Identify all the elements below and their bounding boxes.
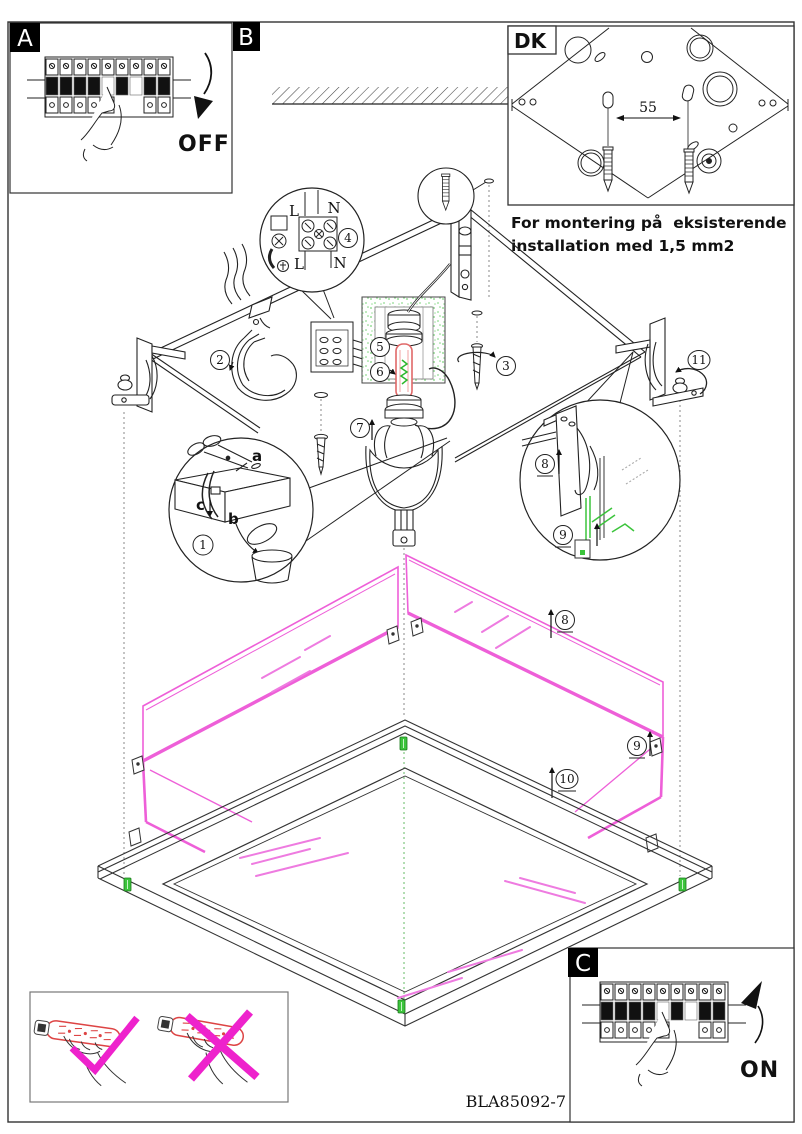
label-c: C: [575, 951, 591, 977]
clip-box: [574, 539, 591, 559]
svg-text:3: 3: [502, 359, 510, 373]
label-dk-box: [507, 25, 557, 55]
terminal-l-bottom: L: [294, 255, 304, 273]
step-marker-8: 8: [548, 609, 575, 638]
bracket-left: [111, 337, 186, 413]
glass-edge-highlight: [585, 496, 635, 540]
check-icon: [69, 1015, 140, 1076]
cross-icon: [184, 1009, 260, 1082]
lamp-wire: [414, 367, 456, 430]
mounting-plate-diagram: [511, 27, 789, 199]
svg-text:9: 9: [633, 739, 641, 753]
glass-shine: [239, 837, 586, 999]
step-marker-9-detail: 9: [553, 523, 600, 548]
step-marker-11: 11: [687, 350, 711, 370]
label-c-box: [568, 948, 598, 977]
step-marker-5: 5: [370, 337, 390, 357]
glass-shine: [261, 635, 331, 693]
panel-dk: DK 55: [507, 25, 795, 206]
svg-text:2: 2: [216, 353, 224, 367]
warning-box: [27, 991, 289, 1103]
lamp-assembly: 5 6: [361, 263, 456, 430]
wire-loop: [228, 329, 297, 401]
svg-text:8: 8: [561, 613, 569, 627]
step-marker-10: 10: [549, 767, 579, 798]
svg-text:7: 7: [356, 421, 364, 435]
step-marker-1: 1: [192, 534, 214, 556]
glass-panel-right: [405, 553, 665, 840]
terminal-n-bottom: N: [333, 254, 346, 272]
cable-tie-flag: [248, 296, 273, 329]
dk-note: For montering på eksisterende installati…: [511, 213, 787, 255]
svg-text:5: 5: [376, 340, 384, 354]
terminal-detail-circle: L N L N 4: [223, 187, 365, 320]
svg-text:1: 1: [199, 538, 207, 552]
green-clips: [123, 736, 687, 1014]
label-dk: DK: [514, 29, 548, 53]
bracket-right: [615, 317, 708, 407]
label-b-box: [233, 22, 260, 51]
screw-left: [314, 392, 328, 476]
off-label: OFF: [178, 132, 230, 157]
detail-circle-8-9: 8 9: [519, 351, 681, 561]
shade-holder: [365, 425, 443, 547]
label-b: B: [238, 25, 254, 51]
on-label: ON: [740, 1058, 779, 1083]
svg-text:8: 8: [541, 457, 549, 471]
panel-a: A OFF: [9, 22, 233, 194]
tube-check-figure: [27, 1015, 140, 1090]
off-arrow-icon: [194, 52, 213, 119]
dk-note-line2: installation med 1,5 mm2: [511, 237, 734, 255]
bottom-glass-assembly: [97, 719, 713, 1027]
terminal-n-top: N: [327, 199, 340, 217]
halogen-tube: [395, 343, 413, 399]
step-marker-6: 6: [370, 362, 396, 382]
step-marker-9: 9: [627, 731, 653, 759]
screw-3: [457, 310, 496, 391]
filament-icon: [399, 359, 409, 385]
svg-text:10: 10: [559, 772, 574, 786]
detail-label-b: b: [228, 510, 239, 528]
mains-wires: [223, 243, 251, 305]
step-marker-4: 4: [338, 228, 358, 248]
label-a-box: [10, 23, 40, 52]
connector-box: [310, 321, 367, 373]
glass-panel-left: [141, 565, 399, 854]
step-marker-3: 3: [496, 356, 516, 376]
detail-circle-1: a b c 1: [168, 435, 451, 584]
step-marker-2: 2: [210, 350, 230, 370]
guide-lines: [123, 185, 681, 1006]
svg-text:9: 9: [559, 528, 567, 542]
tube-cross-figure: [149, 1009, 260, 1089]
glass-shine: [454, 601, 531, 649]
terminal-l-top: L: [289, 202, 299, 220]
panel-c: C ON: [568, 947, 795, 1123]
svg-text:6: 6: [376, 365, 384, 379]
dimension-55: 55: [616, 100, 681, 121]
label-a: A: [17, 26, 33, 52]
dk-note-line1: For montering på eksisterende: [511, 213, 787, 232]
svg-text:4: 4: [344, 231, 352, 245]
footer-code: BLA85092-7: [466, 1092, 566, 1111]
step-marker-8-detail: 8: [535, 449, 562, 477]
on-arrow-icon: [741, 981, 764, 1044]
dimension-55-value: 55: [639, 100, 657, 116]
step-marker-7: 7: [350, 418, 375, 440]
ceiling-hatch: [272, 87, 508, 105]
anchor-detail-circle: [417, 167, 494, 225]
detail-label-c: c: [196, 496, 205, 514]
panel-b: B: [233, 22, 508, 105]
svg-text:11: 11: [691, 353, 706, 367]
detail-label-a: a: [252, 447, 262, 465]
